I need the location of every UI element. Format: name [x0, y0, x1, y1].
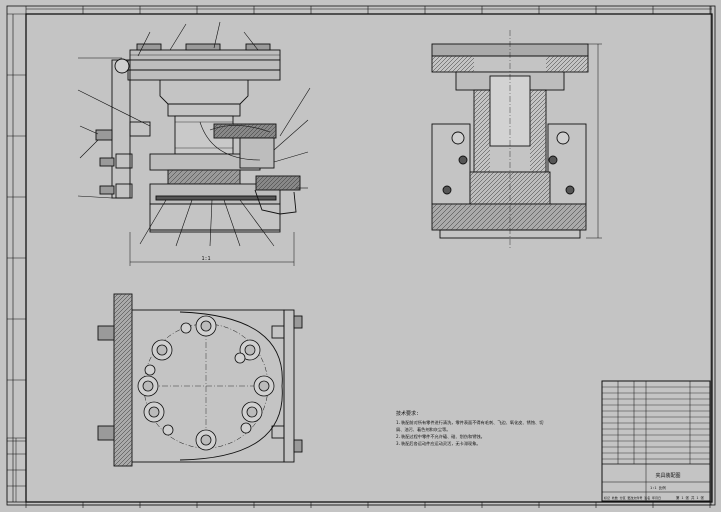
title-block-footer-left: 标记 处数 分区 更改文件号 签名 年月日	[604, 495, 661, 500]
technical-notes: 技术要求: 1.装配前对所有零件进行清洗，零件表面不得有毛刺、飞边、氧化皮、锈蚀…	[396, 410, 543, 447]
front-view	[77, 21, 311, 266]
side-view-hatch	[431, 55, 589, 231]
note-line-3: 2.装配过程中零件不允许磕、碰、划伤和锈蚀。	[396, 433, 485, 440]
top-view-holes	[137, 315, 275, 451]
revision-strip	[6, 437, 27, 503]
title-block-scale: 1:1 比例	[650, 485, 666, 490]
zone-ticks	[7, 6, 712, 508]
top-view-hatch	[113, 293, 133, 467]
note-line-2: 屑、油污、着色剂和灰尘等。	[396, 426, 450, 433]
front-view-dimension: 1:1	[201, 256, 210, 262]
front-view-hatch	[167, 123, 301, 191]
note-line-4: 3.装配后各运动件应运动灵活，无卡滞现象。	[396, 440, 481, 447]
title-block-footer-right: 第 1 张 共 1 张	[676, 495, 704, 500]
notes-heading: 技术要求:	[396, 410, 419, 417]
title-block-name: 夹具装配图	[655, 472, 680, 479]
note-line-1: 1.装配前对所有零件进行清洗，零件表面不得有毛刺、飞边、氧化皮、锈蚀、切	[396, 419, 543, 426]
title-block	[601, 380, 711, 502]
